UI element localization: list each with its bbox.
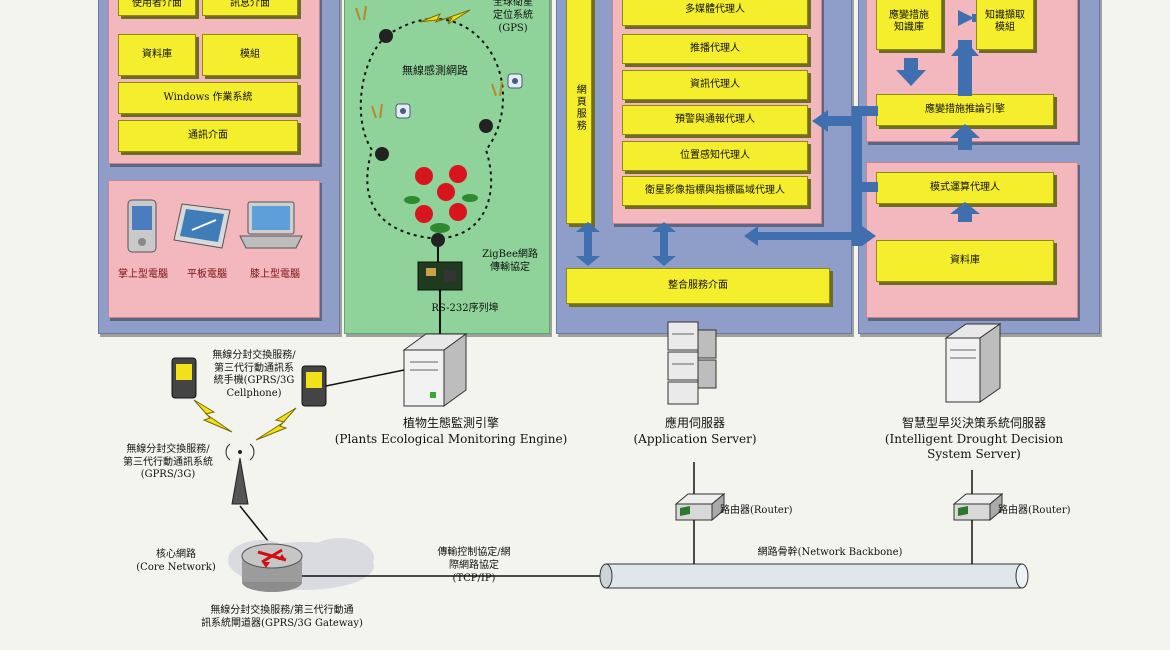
- tablet-icon: [173, 203, 231, 249]
- core-network-label: 核心網路 (Core Network): [136, 549, 216, 573]
- comm-interface-box: 通訊介面: [118, 120, 298, 152]
- wsn-label: 無線感測網路: [402, 64, 468, 77]
- router1-label: 路由器(Router): [720, 505, 793, 516]
- client-database-box: 資料庫: [118, 34, 196, 76]
- grass-icon: [355, 5, 503, 119]
- agent-multimedia: 多媒體代理人: [622, 0, 808, 26]
- drought-server-label: 智慧型旱災決策系統伺服器 (Intelligent Drought Decisi…: [884, 416, 1064, 462]
- knowledge-extraction-box: 知識擷取 模組: [976, 0, 1034, 50]
- zigbee-board-icon: [417, 261, 463, 291]
- router-icon: [674, 492, 726, 522]
- decision-database-box: 資料庫: [876, 240, 1054, 282]
- rs232-label: RS-232序列埠: [431, 303, 499, 314]
- agent-warning: 預警與通報代理人: [622, 105, 808, 135]
- cellphone-icon: [171, 357, 197, 399]
- user-interface-box: 使用者介面: [118, 0, 196, 16]
- pda-label: 掌上型電腦: [118, 269, 168, 280]
- router-icon: [952, 492, 1004, 522]
- router2-label: 路由器(Router): [998, 505, 1071, 516]
- camera-icon: [395, 103, 411, 119]
- windows-os-box: Windows 作業系統: [118, 82, 298, 114]
- agent-satellite: 衛星影像指標與指標區域代理人: [622, 176, 808, 206]
- pda-icon: [127, 199, 157, 253]
- inference-engine-box: 應變措施推論引擎: [876, 94, 1054, 126]
- lightning-icon: [193, 399, 233, 433]
- server-icon: [667, 321, 717, 405]
- agent-push: 推播代理人: [622, 34, 808, 64]
- sensor-node: [379, 29, 393, 43]
- laptop-icon: [239, 201, 303, 249]
- gateway-label: 無線分封交換服務/第三代行動通 訊系統閘道器(GPRS/3G Gateway): [201, 605, 363, 629]
- gateway-router-icon: [241, 543, 303, 592]
- cell-tower-icon: [225, 443, 255, 505]
- cellphone-icon: [301, 365, 327, 407]
- zigbee-label: ZigBee網路 傳輸協定: [482, 249, 538, 273]
- flower-icon: [404, 165, 478, 233]
- server-icon: [402, 333, 468, 407]
- sensor-node: [479, 119, 493, 133]
- decision-arrows: [896, 10, 980, 222]
- lightning-icon: [419, 9, 471, 25]
- lightning-icon: [255, 407, 297, 441]
- sensor-node: [375, 147, 389, 161]
- message-interface-box: 訊息介面: [202, 0, 298, 16]
- server-icon: [944, 323, 1002, 403]
- tablet-label: 平板電腦: [187, 269, 227, 280]
- gprs-tower-label: 無線分封交換服務/ 第三代行動通訊系統 (GPRS/3G): [123, 444, 213, 480]
- app-server-label: 應用伺服器 (Application Server): [633, 416, 757, 446]
- web-service-box: 網頁服務: [566, 0, 592, 224]
- sensor-node: [431, 233, 445, 247]
- laptop-label: 膝上型電腦: [250, 269, 300, 280]
- response-knowledge-base-box: 應變措施 知識庫: [876, 0, 942, 50]
- gps-label: 全球衛星 定位系統 (GPS): [493, 0, 533, 34]
- agent-info: 資訊代理人: [622, 70, 808, 100]
- camera-icon: [507, 73, 523, 89]
- agent-location: 位置感知代理人: [622, 141, 808, 171]
- integration-service-box: 整合服務介面: [566, 268, 830, 304]
- backbone-label: 網路骨幹(Network Backbone): [757, 547, 903, 558]
- network-backbone: [599, 563, 1029, 589]
- plants-engine-label: 植物生態監測引擎 (Plants Ecological Monitoring E…: [334, 416, 568, 446]
- cellphone-label: 無線分封交換服務/ 第三代行動通訊系 統手機(GPRS/3G Cellphone…: [212, 350, 296, 399]
- app-arrows: [576, 106, 878, 266]
- tcpip-label: 傳輸控制協定/網 際網路協定 (TCP/IP): [437, 547, 511, 584]
- client-module-box: 模組: [202, 34, 298, 76]
